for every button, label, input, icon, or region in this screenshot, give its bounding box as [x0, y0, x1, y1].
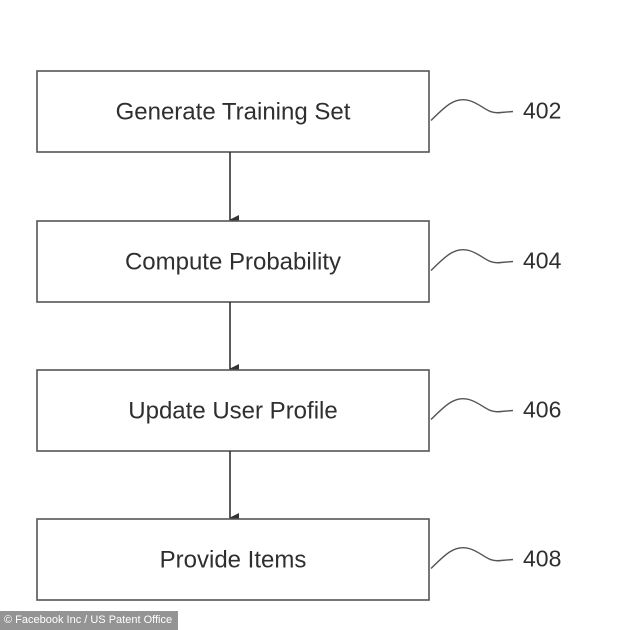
reference-numeral: 408 — [523, 546, 561, 572]
step-box — [36, 369, 430, 452]
leader-line — [430, 248, 514, 271]
flow-step: Generate Training Set 402 — [36, 70, 561, 153]
step-box — [36, 518, 430, 601]
step-label: Generate Training Set — [116, 99, 351, 126]
step-label: Provide Items — [160, 547, 307, 574]
image-credit: © Facebook Inc / US Patent Office — [0, 611, 179, 630]
reference-numeral: 404 — [523, 248, 562, 274]
step-label: Compute Probability — [125, 249, 341, 276]
flow-step: Compute Probability 404 — [36, 220, 562, 303]
leader-line — [430, 397, 514, 420]
step-label: Update User Profile — [128, 398, 337, 425]
reference-numeral: 406 — [523, 397, 561, 423]
step-box — [36, 70, 430, 153]
leader-line — [430, 546, 514, 569]
reference-numeral: 402 — [523, 98, 561, 124]
leader-line — [430, 98, 514, 121]
flow-step: Update User Profile 406 — [36, 369, 561, 452]
step-box — [36, 220, 430, 303]
flow-step: Provide Items 408 — [36, 518, 561, 601]
